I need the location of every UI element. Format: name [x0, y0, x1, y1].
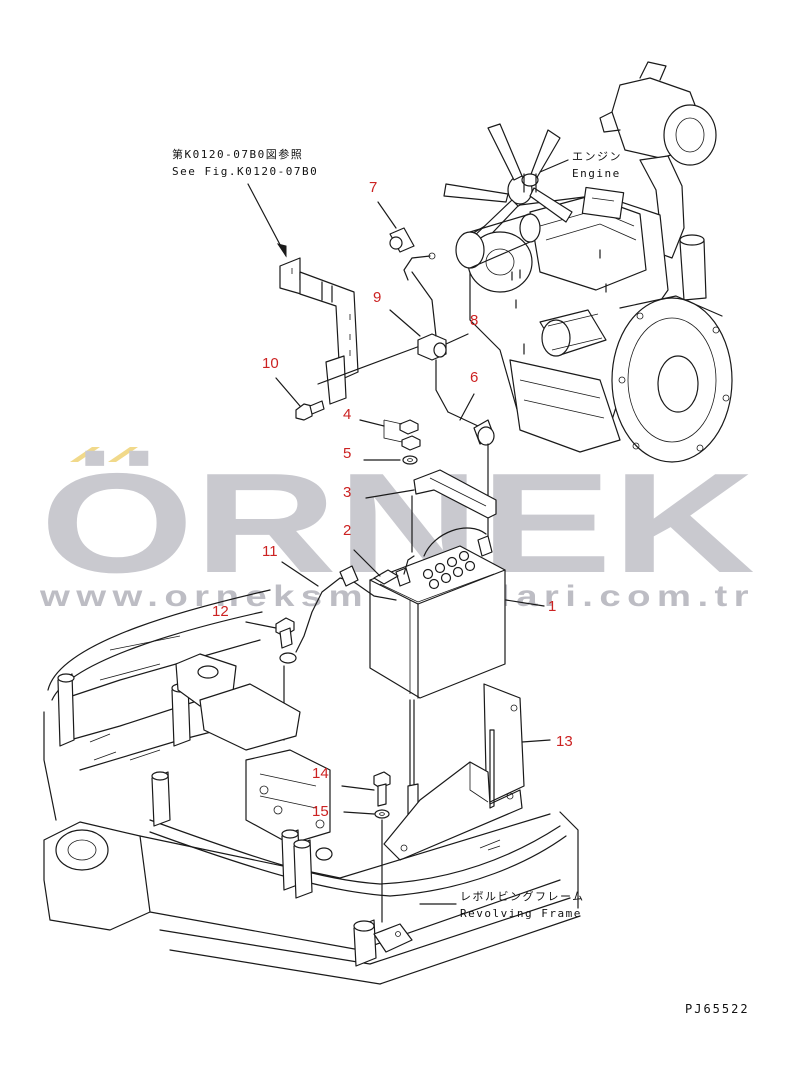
revolving-frame-label-jp: レボルビングフレーム — [460, 889, 585, 903]
engine-drawing — [443, 61, 733, 463]
callout-9: 9 — [373, 289, 381, 306]
engine-label-en: Engine — [572, 167, 621, 180]
watermark-accent-left — [70, 447, 100, 462]
cap-7-icon — [389, 227, 415, 253]
callout-7: 7 — [369, 179, 377, 196]
battery-tray-13-icon — [383, 683, 525, 861]
clamp-8-icon — [417, 333, 447, 361]
callout-14: 14 — [312, 765, 329, 782]
revolving-frame-drawing — [43, 589, 581, 985]
callout-15: 15 — [312, 803, 329, 820]
nut-4-icon — [399, 419, 421, 451]
drawing-code: PJ65522 — [685, 1002, 750, 1016]
callout-13: 13 — [556, 733, 573, 750]
washer-15-icon — [374, 809, 390, 819]
terminal-2-icon — [373, 555, 415, 585]
callout-4: 4 — [343, 406, 351, 423]
callout-6: 6 — [470, 369, 478, 386]
see-figure-reference-en: See Fig.K0120-07B0 — [172, 165, 318, 178]
hold-down-bracket-3-icon — [413, 469, 497, 519]
callout-8: 8 — [470, 312, 478, 329]
bolt-10-icon — [295, 400, 325, 421]
bolt-14-icon — [373, 771, 391, 807]
leader-lines — [245, 159, 569, 905]
battery-bracket-reference — [279, 257, 359, 405]
callout-3: 3 — [343, 484, 351, 501]
leader-10-clamp — [317, 345, 421, 385]
callout-12: 12 — [212, 603, 229, 620]
bolt-12-icon — [275, 617, 295, 649]
engine-label-jp: エンジン — [572, 150, 622, 163]
callout-1: 1 — [548, 598, 556, 615]
terminal-cap-6-icon — [447, 411, 495, 446]
battery-1-icon — [369, 527, 506, 699]
watermark-accent-right — [108, 447, 138, 462]
engine-cable-upper — [403, 255, 431, 281]
engine-cable-lower — [435, 359, 449, 413]
ground-cable-11 — [295, 577, 397, 653]
callout-5: 5 — [343, 445, 351, 462]
washer-5-icon — [402, 455, 418, 465]
revolving-frame-label-en: Revolving Frame — [460, 907, 582, 920]
see-figure-reference-jp: 第K0120-07B0図参照 — [172, 147, 303, 161]
callout-11: 11 — [262, 543, 278, 560]
callout-2: 2 — [343, 522, 351, 539]
callout-10: 10 — [262, 355, 279, 372]
